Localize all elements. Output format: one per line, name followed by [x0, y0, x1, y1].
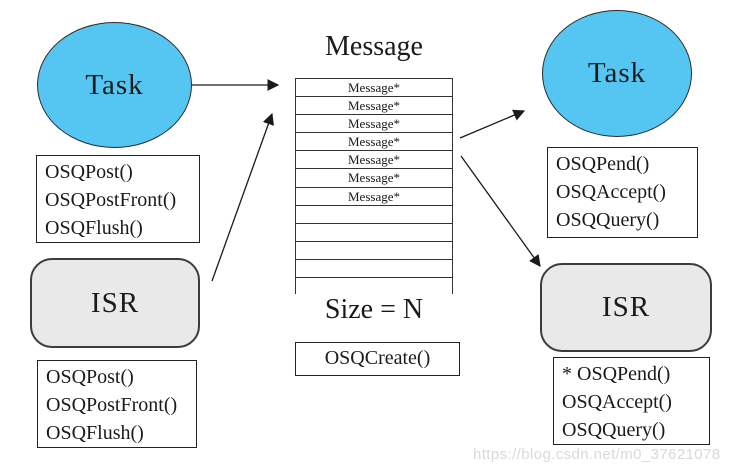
function-osqaccept: OSQAccept() — [562, 391, 672, 413]
function-osqflush: OSQFlush() — [45, 217, 143, 239]
task-right-label: Task — [587, 57, 647, 89]
queue-cell: Message* — [296, 133, 452, 152]
osqcreate-box: OSQCreate() — [295, 342, 460, 376]
function-osqpost: OSQPost() — [45, 161, 133, 183]
function-osqpost: OSQPost() — [46, 366, 134, 388]
queue-cell-empty — [296, 224, 452, 242]
queue-cell: Message* — [296, 79, 452, 98]
function-osqquery: OSQQuery() — [556, 209, 660, 231]
isr-box-right: ISR — [540, 263, 712, 352]
queue-cell: Message* — [296, 151, 452, 170]
queue-cell-empty — [296, 260, 452, 279]
arrow-left-isr-to-queue — [211, 112, 274, 282]
function-osqpend-starred: * OSQPend() — [562, 363, 671, 385]
function-osqpostfront: OSQPostFront() — [45, 189, 177, 211]
right-task-functions-box: OSQPend() OSQAccept() OSQQuery() — [547, 147, 698, 238]
task-ellipse-right: Task — [542, 10, 692, 137]
function-osqpostfront: OSQPostFront() — [46, 394, 178, 416]
queue-cell: Message* — [296, 188, 452, 206]
function-osqpend: OSQPend() — [556, 153, 650, 175]
queue-cell: Message* — [296, 169, 452, 188]
arrow-queue-to-right-task — [459, 109, 526, 139]
queue-size-label: Size = N — [324, 294, 424, 325]
queue-open-bottom — [296, 278, 452, 294]
task-ellipse-left: Task — [37, 22, 192, 148]
isr-right-label: ISR — [601, 291, 651, 323]
queue-cell: Message* — [296, 115, 452, 134]
task-left-label: Task — [85, 68, 144, 101]
queue-title: Message — [325, 31, 423, 62]
isr-box-left: ISR — [30, 258, 200, 348]
queue-cell-empty — [296, 206, 452, 224]
arrow-queue-to-right-isr — [460, 155, 541, 267]
left-isr-functions-box: OSQPost() OSQPostFront() OSQFlush() — [37, 360, 197, 448]
function-osqaccept: OSQAccept() — [556, 181, 666, 203]
message-queue-table: Message* Message* Message* Message* Mess… — [295, 78, 453, 295]
function-osqcreate: OSQCreate() — [324, 347, 431, 369]
queue-cell: Message* — [296, 97, 452, 116]
function-osqquery: OSQQuery() — [562, 419, 666, 441]
isr-left-label: ISR — [90, 286, 140, 319]
csdn-watermark: https://blog.csdn.net/m0_37621078 — [473, 446, 721, 463]
right-isr-functions-box: * OSQPend() OSQAccept() OSQQuery() — [553, 357, 710, 445]
function-osqflush: OSQFlush() — [46, 422, 144, 444]
queue-cell-empty — [296, 242, 452, 260]
left-task-functions-box: OSQPost() OSQPostFront() OSQFlush() — [36, 155, 200, 243]
